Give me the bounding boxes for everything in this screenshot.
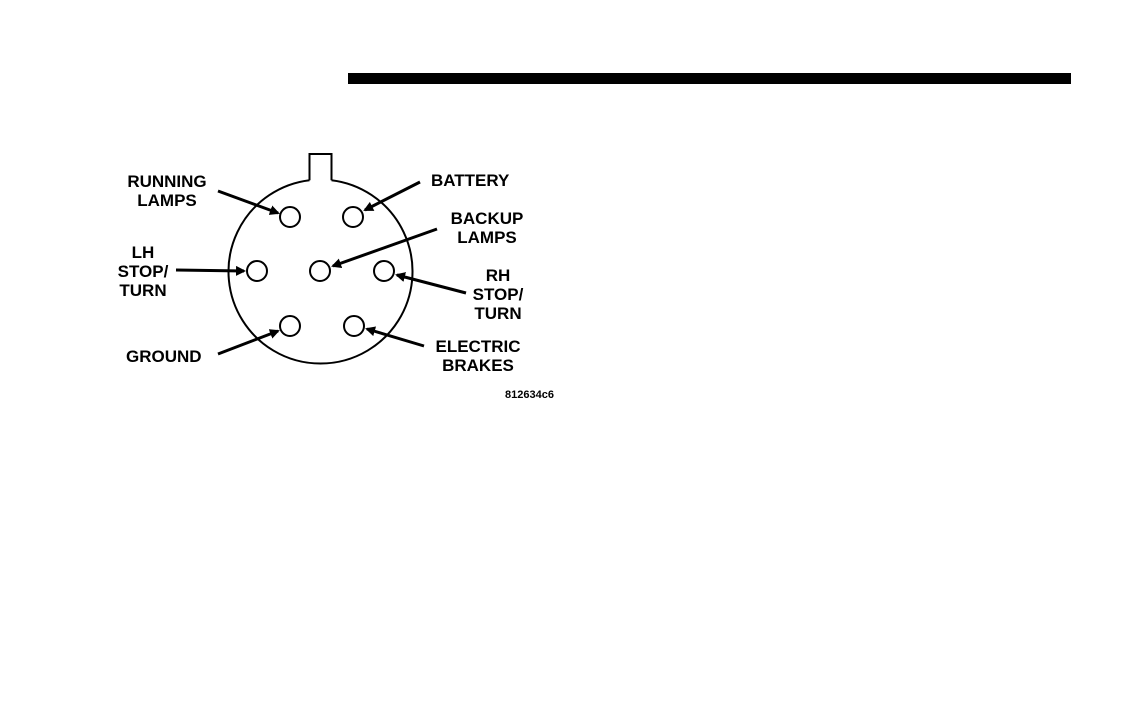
- pin-ground: [280, 316, 300, 336]
- arrow-electric-brakes: [367, 329, 424, 346]
- connector-key-tab: [310, 154, 332, 180]
- pin-battery: [343, 207, 363, 227]
- arrow-lh-stop-turn: [176, 270, 244, 271]
- pin-running-lamps: [280, 207, 300, 227]
- label-running-lamps: RUNNING LAMPS: [118, 172, 216, 210]
- label-battery: BATTERY: [431, 171, 509, 190]
- figure-id: 812634c6: [505, 389, 554, 401]
- label-rh-stop-turn: RH STOP/ TURN: [467, 266, 529, 323]
- label-backup-lamps: BACKUP LAMPS: [440, 209, 534, 247]
- label-ground: GROUND: [126, 347, 202, 366]
- label-electric-brakes: ELECTRIC BRAKES: [426, 337, 530, 375]
- label-lh-stop-turn: LH STOP/ TURN: [112, 243, 174, 300]
- pin-backup-lamps: [310, 261, 330, 281]
- pin-electric-brakes: [344, 316, 364, 336]
- arrow-ground: [218, 331, 278, 354]
- arrow-rh-stop-turn: [397, 275, 466, 293]
- pin-lh-stop-turn: [247, 261, 267, 281]
- pin-rh-stop-turn: [374, 261, 394, 281]
